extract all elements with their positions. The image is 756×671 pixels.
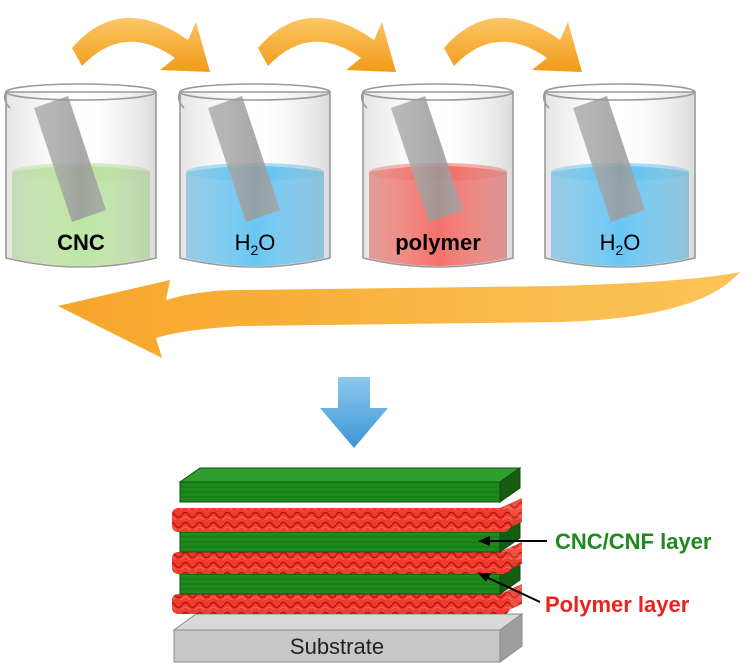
cnc-layer	[178, 467, 522, 503]
beaker-label: H2O	[600, 230, 641, 258]
polymer-layer	[172, 542, 522, 574]
beaker-1: CNC	[3, 83, 157, 268]
beaker-glass	[362, 91, 514, 268]
beaker-4: H2O	[542, 83, 696, 268]
beaker-label: polymer	[395, 230, 481, 255]
beaker-label: H2O	[235, 230, 276, 258]
beaker-label: CNC	[57, 230, 105, 255]
beaker-glass	[5, 91, 157, 268]
polymer-layer-callout: Polymer layer	[478, 573, 690, 617]
substrate: Substrate	[172, 613, 524, 663]
return-arrow	[58, 272, 740, 358]
beaker-glass	[179, 91, 331, 268]
step-arrow-3	[444, 17, 582, 73]
cnc-layer-label: CNC/CNF layer	[555, 529, 712, 554]
beaker-3: polymer	[360, 83, 514, 268]
substrate-label: Substrate	[290, 634, 384, 659]
beaker-row: CNC H2O polymer H2O	[3, 83, 696, 268]
step-arrow-2	[258, 17, 396, 73]
step-arrow-1	[72, 17, 210, 73]
polymer-layer	[172, 498, 522, 532]
down-arrow	[320, 377, 388, 448]
polymer-layer-label: Polymer layer	[545, 592, 690, 617]
beaker-2: H2O	[177, 83, 331, 268]
cnc-layer-callout: CNC/CNF layer	[478, 529, 712, 554]
layer-stack: Substrate	[172, 467, 524, 663]
beaker-glass	[544, 91, 696, 268]
